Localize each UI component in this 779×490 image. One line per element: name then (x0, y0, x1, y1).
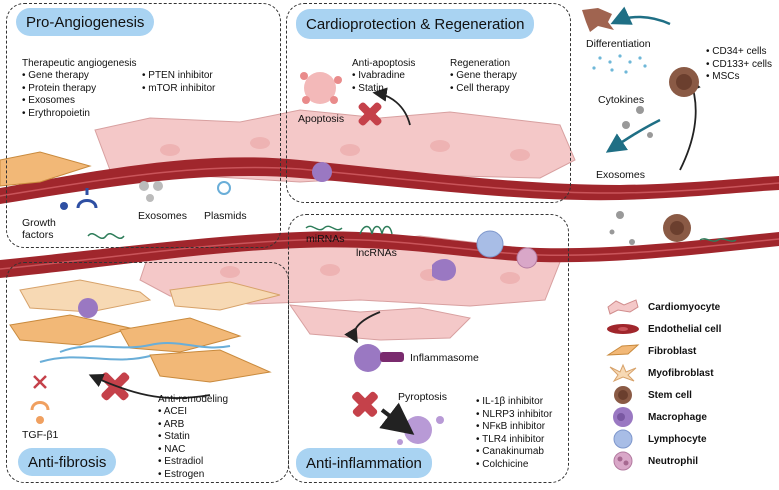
cardioprotection-title: Cardioprotection & Regeneration (296, 9, 535, 39)
cardioprotection-panel (286, 3, 571, 203)
anti-fibrosis-title: Anti-fibrosis (18, 448, 117, 476)
anti-apoptosis-list: • Ivabradine • Statin (352, 70, 405, 95)
list-item: • Protein therapy (22, 82, 97, 94)
legend-item-macrophage: Macrophage (606, 406, 707, 428)
immune-cells (78, 162, 538, 445)
fibroblast-cluster (0, 151, 281, 383)
plasmids-label: Plasmids (204, 210, 247, 222)
pro-angiogenesis-icons (60, 181, 231, 239)
list-item: • Exosomes (22, 95, 75, 106)
anti-inflammation-list: • IL-1β inhibitor • NLRP3 inhibitor • NF… (476, 396, 552, 471)
list-item: • ARB (158, 418, 185, 430)
stem-cell-group (582, 8, 699, 245)
exosomes-label: Exosomes (138, 210, 188, 222)
legend-item-neutrophil: Neutrophil (606, 450, 698, 472)
pyroptosis-label: Pyroptosis (398, 391, 448, 403)
blood-vessel-lower (0, 231, 779, 278)
anti-inflammation-title: Anti-inflammation (296, 448, 432, 478)
list-item: • Gene therapy (450, 70, 517, 81)
pro-angiogenesis-panel (6, 3, 281, 248)
anti-remodeling-list: • ACEI • ARB • Statin • NAC • Estradiol … (158, 406, 204, 481)
inflammasome-label: Inflammasome (410, 352, 479, 364)
list-item: • PTEN inhibitor (142, 70, 213, 81)
growth-label-line1: Growth (22, 217, 56, 229)
pro-angiogenesis-list-right: • PTEN inhibitor • mTOR inhibitor (142, 70, 215, 95)
list-item: • NFκB inhibitor (476, 421, 546, 432)
myofibroblast-icon (609, 363, 637, 383)
legend-label: Macrophage (648, 411, 707, 423)
process-arrows (88, 6, 701, 435)
list-item: • CD34+ cells (706, 46, 767, 57)
legend-item-lymphocyte: Lymphocyte (606, 428, 707, 450)
differentiation-label: Differentiation (586, 38, 651, 50)
list-item: • Gene therapy (22, 70, 89, 81)
legend-item-fibroblast: Fibroblast (606, 340, 696, 362)
pro-angiogenesis-title: Pro-Angiogenesis (16, 8, 155, 36)
neutrophil-icon (613, 451, 633, 471)
list-item: • Colchicine (476, 458, 529, 470)
list-item: • Estradiol (158, 456, 204, 467)
pro-angiogenesis-list: • Gene therapy • Protein therapy • Exoso… (22, 70, 96, 120)
anti-inflammation-panel (288, 214, 569, 483)
mirnas-label: miRNAs (306, 233, 345, 245)
tgf-receptor (30, 375, 50, 424)
lymphocyte-icon (613, 429, 633, 449)
list-item: • Erythropoietin (22, 107, 90, 119)
cytokines-label: Cytokines (598, 94, 645, 106)
list-item: • Ivabradine (352, 70, 405, 81)
stem-cell-types-list: • CD34+ cells • CD133+ cells • MSCs (706, 46, 772, 84)
apoptosis-label: Apoptosis (298, 113, 345, 125)
legend-label: Endothelial cell (648, 323, 722, 335)
legend-label: Lymphocyte (648, 433, 707, 445)
lncrnas-label: lncRNAs (356, 247, 397, 259)
list-item: • CD133+ cells (706, 58, 773, 70)
list-item: • mTOR inhibitor (142, 82, 216, 94)
list-item: • NAC (158, 443, 186, 455)
anti-apoptosis-heading: Anti-apoptosis (352, 58, 416, 69)
endothelial-cell-icon (607, 324, 639, 334)
macrophage-icon (613, 407, 633, 427)
stem-exosomes-label: Exosomes (596, 169, 646, 181)
growth-factors-label: Growth factors (22, 217, 56, 241)
legend-item-myofibroblast: Myofibroblast (606, 362, 714, 384)
therapeutic-angiogenesis-heading: Therapeutic angiogenesis (22, 58, 137, 69)
list-item: • IL-1β inhibitor (476, 396, 544, 407)
list-item: • Statin (352, 82, 384, 94)
list-item: • Cell therapy (450, 82, 510, 94)
legend-label: Fibroblast (648, 345, 697, 357)
anti-remodeling-heading: Anti-remodeling (158, 394, 229, 405)
list-item: • Estrogen (158, 468, 205, 480)
rna-icons (305, 225, 737, 242)
legend-label: Neutrophil (648, 455, 698, 467)
regeneration-heading: Regeneration (450, 58, 511, 69)
blood-vessel-upper (0, 157, 779, 204)
list-item: • NLRP3 inhibitor (476, 408, 553, 420)
list-item: • ACEI (158, 406, 188, 417)
list-item: • Canakinumab (476, 446, 544, 457)
legend-label: Cardiomyocyte (648, 301, 721, 313)
list-item: • Statin (158, 431, 190, 442)
tgf-beta-label: TGF-β1 (22, 429, 59, 441)
growth-label-line2: factors (22, 229, 54, 241)
legend-label: Myofibroblast (648, 367, 714, 379)
stem-cell-icon (614, 386, 632, 404)
cardiomyocyte-icon (607, 299, 639, 315)
legend-item-stem-cell: Stem cell (606, 384, 692, 406)
apoptotic-cell (300, 72, 342, 104)
list-item: • MSCs (706, 71, 740, 82)
legend-item-endothelial: Endothelial cell (606, 318, 721, 340)
regeneration-list: • Gene therapy • Cell therapy (450, 70, 517, 95)
legend-label: Stem cell (648, 389, 692, 401)
legend-item-cardiomyocyte: Cardiomyocyte (606, 296, 720, 318)
list-item: • TLR4 inhibitor (476, 433, 545, 445)
legend: Cardiomyocyte Endothelial cell Fibroblas… (606, 296, 776, 486)
fibroblast-icon (606, 344, 640, 356)
